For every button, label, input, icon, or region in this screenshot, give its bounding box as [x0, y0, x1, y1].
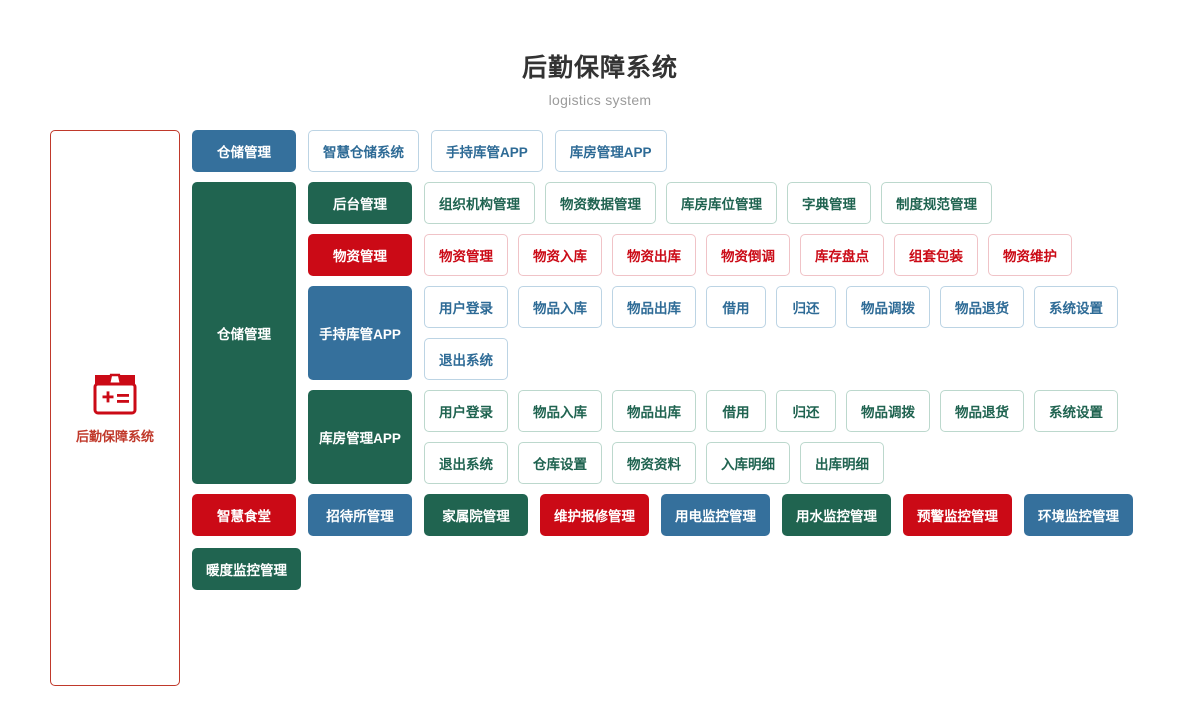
page-header: 后勤保障系统 logistics system — [0, 0, 1200, 108]
group-1-item-0[interactable]: 物资管理 — [424, 234, 508, 276]
module-tree: 仓储管理 智慧仓储系统 手持库管APP 库房管理APP 仓储管理 后台管理 组织… — [192, 130, 1200, 590]
group-items-3: 用户登录 物品入库 物品出库 借用 归还 物品调拨 物品退货 系统设置 退出系统… — [424, 390, 1200, 484]
bottom-modules: 智慧食堂 招待所管理 家属院管理 维护报修管理 用电监控管理 用水监控管理 预警… — [192, 494, 1200, 590]
group-3-item-1[interactable]: 物品入库 — [518, 390, 602, 432]
diagram-board: 后勤保障系统 仓储管理 智慧仓储系统 手持库管APP 库房管理APP 仓储管理 … — [0, 108, 1200, 686]
group-0-item-0[interactable]: 组织机构管理 — [424, 182, 535, 224]
group-handheld-app: 手持库管APP 用户登录 物品入库 物品出库 借用 归还 物品调拨 物品退货 系… — [308, 286, 1200, 380]
storage-section-spine[interactable]: 仓储管理 — [192, 182, 296, 484]
group-1-item-2[interactable]: 物资出库 — [612, 234, 696, 276]
top-row: 仓储管理 智慧仓储系统 手持库管APP 库房管理APP — [192, 130, 1200, 172]
group-3-item-4[interactable]: 归还 — [776, 390, 836, 432]
group-0-item-3[interactable]: 字典管理 — [787, 182, 871, 224]
group-2-item-7[interactable]: 系统设置 — [1034, 286, 1118, 328]
bottom-module-2[interactable]: 家属院管理 — [424, 494, 528, 536]
bottom-module-4[interactable]: 用电监控管理 — [661, 494, 770, 536]
page-title: 后勤保障系统 — [521, 54, 678, 82]
bottom-module-7[interactable]: 环境监控管理 — [1024, 494, 1133, 536]
page-subtitle: logistics system — [548, 92, 652, 108]
bottom-module-0[interactable]: 智慧食堂 — [192, 494, 296, 536]
group-0-item-1[interactable]: 物资数据管理 — [545, 182, 656, 224]
top-row-item-1[interactable]: 手持库管APP — [431, 130, 543, 172]
group-0-item-2[interactable]: 库房库位管理 — [666, 182, 777, 224]
group-3-item-12[interactable]: 出库明细 — [800, 442, 884, 484]
group-3-item-8[interactable]: 退出系统 — [424, 442, 508, 484]
group-3-item-5[interactable]: 物品调拨 — [846, 390, 930, 432]
group-head-0[interactable]: 后台管理 — [308, 182, 412, 224]
top-row-item-0[interactable]: 智慧仓储系统 — [308, 130, 419, 172]
group-items-2: 用户登录 物品入库 物品出库 借用 归还 物品调拨 物品退货 系统设置 退出系统 — [424, 286, 1200, 380]
bottom-module-6[interactable]: 预警监控管理 — [903, 494, 1012, 536]
group-3-item-6[interactable]: 物品退货 — [940, 390, 1024, 432]
group-3-item-3[interactable]: 借用 — [706, 390, 766, 432]
group-2-item-5[interactable]: 物品调拨 — [846, 286, 930, 328]
group-2-item-1[interactable]: 物品入库 — [518, 286, 602, 328]
bottom-module-5[interactable]: 用水监控管理 — [782, 494, 891, 536]
group-1-item-3[interactable]: 物资倒调 — [706, 234, 790, 276]
group-head-1[interactable]: 物资管理 — [308, 234, 412, 276]
group-1-item-4[interactable]: 库存盘点 — [800, 234, 884, 276]
group-3-item-10[interactable]: 物资资料 — [612, 442, 696, 484]
top-row-head[interactable]: 仓储管理 — [192, 130, 296, 172]
bottom-module-3[interactable]: 维护报修管理 — [540, 494, 649, 536]
group-2-item-3[interactable]: 借用 — [706, 286, 766, 328]
bottom-module-8[interactable]: 暖度监控管理 — [192, 548, 301, 590]
group-0-item-4[interactable]: 制度规范管理 — [881, 182, 992, 224]
group-2-item-4[interactable]: 归还 — [776, 286, 836, 328]
storage-section-groups: 后台管理 组织机构管理 物资数据管理 库房库位管理 字典管理 制度规范管理 物资… — [308, 182, 1200, 484]
group-2-item-0[interactable]: 用户登录 — [424, 286, 508, 328]
group-3-item-7[interactable]: 系统设置 — [1034, 390, 1118, 432]
top-row-item-2[interactable]: 库房管理APP — [554, 130, 667, 172]
group-head-2[interactable]: 手持库管APP — [308, 286, 412, 380]
group-head-3[interactable]: 库房管理APP — [308, 390, 412, 484]
group-1-item-1[interactable]: 物资入库 — [518, 234, 602, 276]
group-backend-management: 后台管理 组织机构管理 物资数据管理 库房库位管理 字典管理 制度规范管理 — [308, 182, 1200, 224]
group-1-item-6[interactable]: 物资维护 — [988, 234, 1072, 276]
root-system-label: 后勤保障系统 — [75, 428, 154, 444]
group-3-item-0[interactable]: 用户登录 — [424, 390, 508, 432]
group-items-0: 组织机构管理 物资数据管理 库房库位管理 字典管理 制度规范管理 — [424, 182, 1200, 224]
bottom-module-1[interactable]: 招待所管理 — [308, 494, 412, 536]
group-material-management: 物资管理 物资管理 物资入库 物资出库 物资倒调 库存盘点 组套包装 物资维护 — [308, 234, 1200, 276]
group-3-item-2[interactable]: 物品出库 — [612, 390, 696, 432]
group-3-item-9[interactable]: 仓库设置 — [518, 442, 602, 484]
group-items-1: 物资管理 物资入库 物资出库 物资倒调 库存盘点 组套包装 物资维护 — [424, 234, 1200, 276]
storage-section: 仓储管理 后台管理 组织机构管理 物资数据管理 库房库位管理 字典管理 制度规范… — [192, 182, 1200, 484]
group-2-item-6[interactable]: 物品退货 — [940, 286, 1024, 328]
group-2-item-8[interactable]: 退出系统 — [424, 338, 508, 380]
group-1-item-5[interactable]: 组套包装 — [894, 234, 978, 276]
group-3-item-11[interactable]: 入库明细 — [706, 442, 790, 484]
package-box-icon — [91, 372, 139, 416]
group-2-item-2[interactable]: 物品出库 — [612, 286, 696, 328]
group-warehouse-app: 库房管理APP 用户登录 物品入库 物品出库 借用 归还 物品调拨 物品退货 系… — [308, 390, 1200, 484]
root-system-panel[interactable]: 后勤保障系统 — [50, 130, 180, 686]
